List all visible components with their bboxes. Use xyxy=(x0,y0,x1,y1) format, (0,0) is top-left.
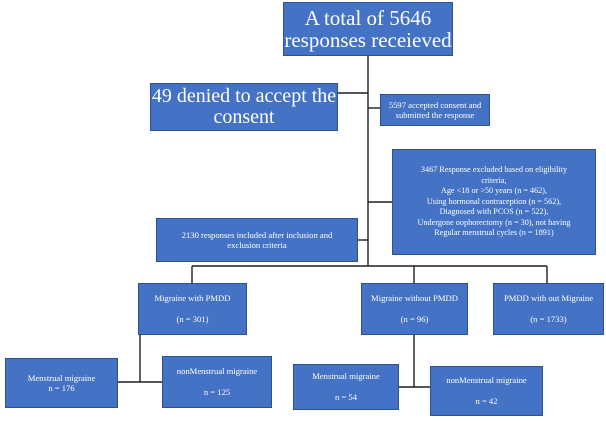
migraine-with-pmdd-box: Migraine with PMDD (n = 301) xyxy=(138,283,247,335)
pmdd-without-migraine-box: PMDD with out Migraine (n = 1733) xyxy=(493,283,604,335)
menstrual-migraine-with-pmdd-box: Menstrual migraine n = 176 xyxy=(5,358,118,408)
migraine-without-pmdd-box: Migraine without PMDD (n = 96) xyxy=(361,283,468,335)
excluded-responses-box: 3467 Response excluded based on eligibil… xyxy=(392,149,596,255)
nonmenstrual-migraine-without-pmdd-label: nonMenstrual migraine n = 42 xyxy=(446,375,527,407)
nonmenstrual-migraine-with-pmdd-box: nonMenstrual migraine n = 125 xyxy=(162,356,272,408)
migraine-with-pmdd-label: Migraine with PMDD (n = 301) xyxy=(154,293,231,325)
total-responses-label: A total of 5646 responses receieved xyxy=(284,5,452,52)
migraine-without-pmdd-label: Migraine without PMDD (n = 96) xyxy=(371,293,458,325)
menstrual-migraine-with-pmdd-label: Menstrual migraine n = 176 xyxy=(27,372,96,393)
included-responses-label: 2130 responses included after inclusion … xyxy=(181,229,333,250)
excluded-responses-label: 3467 Response excluded based on eligibil… xyxy=(417,165,571,238)
accepted-consent-box: 5597 accepted consent and submitted the … xyxy=(380,94,490,126)
pmdd-without-migraine-label: PMDD with out Migraine (n = 1733) xyxy=(503,293,594,325)
denied-consent-box: 49 denied to accept the consent xyxy=(150,83,338,131)
menstrual-migraine-without-pmdd-box: Menstrual migraine n = 54 xyxy=(293,364,399,410)
accepted-consent-label: 5597 accepted consent and submitted the … xyxy=(388,99,482,120)
total-responses-box: A total of 5646 responses receieved xyxy=(283,2,453,56)
nonmenstrual-migraine-with-pmdd-label: nonMenstrual migraine n = 125 xyxy=(176,366,258,398)
included-responses-box: 2130 responses included after inclusion … xyxy=(156,218,358,262)
denied-consent-label: 49 denied to accept the consent xyxy=(151,85,337,128)
menstrual-migraine-without-pmdd-label: Menstrual migraine n = 54 xyxy=(312,371,380,403)
nonmenstrual-migraine-without-pmdd-box: nonMenstrual migraine n = 42 xyxy=(430,366,543,416)
